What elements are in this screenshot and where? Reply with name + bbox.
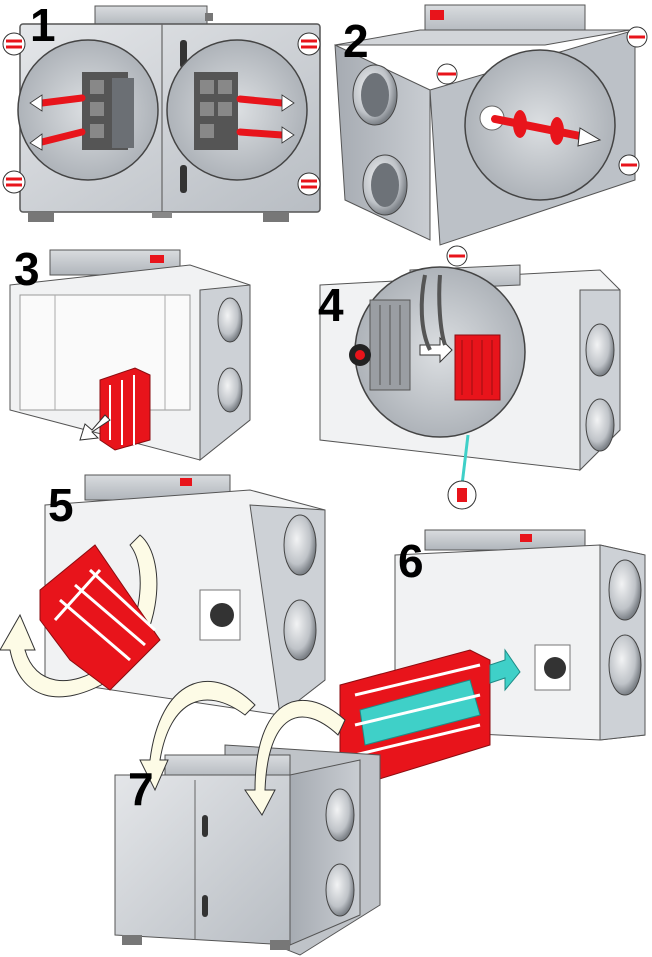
step-number-5: 5 — [48, 479, 74, 531]
screw-icon — [29, 128, 86, 151]
step-1-front-view — [2, 5, 321, 222]
step-number-7: 7 — [128, 763, 154, 815]
step-5-rotate-module — [0, 474, 326, 716]
screw-icon — [236, 94, 295, 112]
screw-icon — [2, 32, 26, 56]
step-number-1: 1 — [30, 0, 56, 51]
step-7-closed-unit — [114, 680, 381, 956]
screw-icon — [29, 94, 86, 112]
screw-icon — [491, 110, 602, 147]
step-4-connector — [319, 264, 621, 510]
direction-arrow — [489, 648, 521, 692]
heat-exchanger-module — [39, 544, 161, 691]
step-number-4: 4 — [318, 279, 344, 331]
step-number-3: 3 — [14, 243, 40, 295]
step-6-insert-module — [339, 529, 646, 786]
screw-icon — [297, 172, 321, 196]
screw-icon — [236, 126, 295, 144]
direction-arrow — [79, 414, 111, 441]
rotate-arrow — [139, 680, 256, 792]
magnifier-circle — [17, 39, 159, 181]
step-3-open-unit — [9, 249, 251, 462]
step-2-side-view — [334, 4, 648, 267]
step-number-2: 2 — [343, 15, 369, 67]
heat-exchanger-module — [99, 367, 151, 451]
magnifier-circle — [354, 266, 526, 438]
magnifier-circle — [166, 39, 308, 181]
screw-icon — [2, 170, 26, 194]
step-number-6: 6 — [398, 535, 424, 587]
magnifier-circle — [464, 49, 616, 201]
screw-icon — [297, 32, 321, 56]
rotate-arrow — [244, 699, 346, 816]
heat-exchanger-module — [339, 649, 491, 786]
